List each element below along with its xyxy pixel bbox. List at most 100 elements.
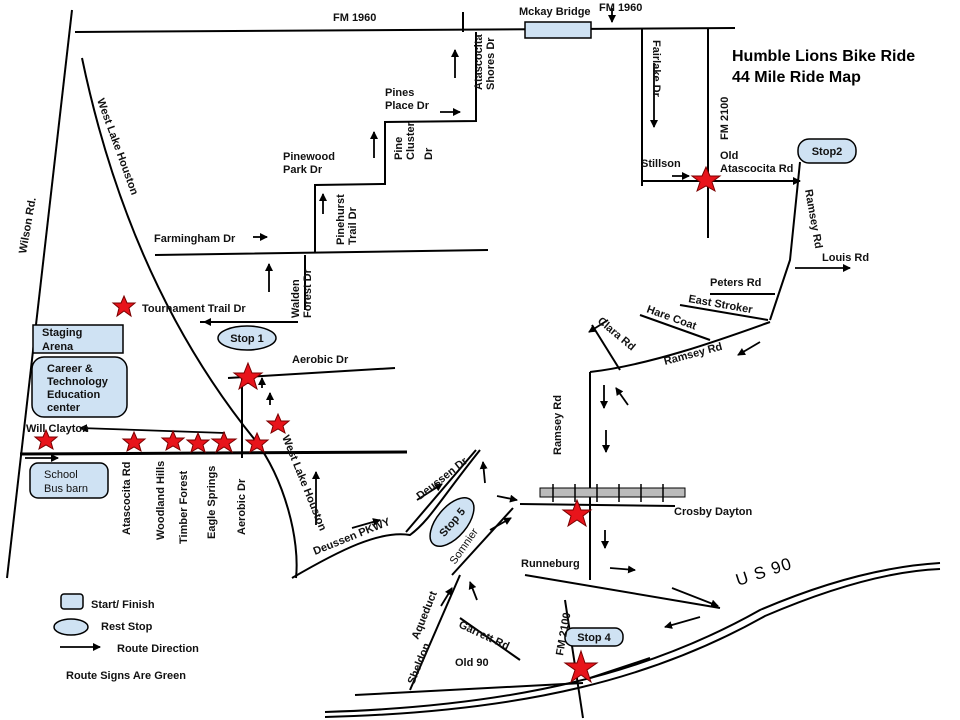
label-fm1960-left: FM 1960: [333, 12, 376, 24]
label-ramsey-top: Ramsey Rd: [802, 188, 824, 249]
label-timber-forest: Timber Forest: [178, 471, 190, 544]
label-ramsey-mid: Ramsey Rd: [663, 341, 724, 368]
route-arrow: [489, 517, 512, 531]
bus-label-1: School: [44, 469, 78, 481]
railroad-track: [539, 484, 686, 502]
route-arrow: [615, 387, 629, 406]
label-hare-coat: Hare Coat: [645, 304, 698, 333]
label-atascocita-shores-2: Shores Dr: [485, 37, 497, 90]
road-somnier: [451, 507, 514, 576]
route-sign-star: [232, 361, 264, 391]
route-arrow: [609, 565, 636, 574]
road-ramsey-curve: [589, 321, 771, 373]
staging-label-2: Arena: [42, 341, 74, 353]
label-pines-place-1: Pines: [385, 87, 414, 99]
label-walden-2: Forest Dr: [302, 268, 314, 318]
route-sign-star: [244, 431, 270, 454]
road-staircase: [154, 32, 489, 256]
road-crosby-dayton: [519, 503, 676, 507]
road-runneburg: [524, 574, 721, 609]
road-deussen-pkwy: [291, 449, 481, 579]
road-stop4-link: [589, 657, 651, 679]
label-west-lake-houston-bottom: West Lake Houston: [279, 434, 328, 533]
bus-label-2: Bus barn: [44, 483, 88, 495]
label-pine-cluster-1: Pine: [393, 137, 405, 160]
road-fm2100-bottom: [564, 599, 584, 719]
road-garrett: [459, 617, 521, 661]
road-east-stroker: [679, 304, 769, 321]
legend-start-label: Start/ Finish: [91, 599, 155, 611]
label-atascocita-rd: Atascocita Rd: [121, 462, 133, 535]
route-sign-star: [690, 165, 722, 193]
stop4-box: Stop 4: [564, 627, 624, 647]
career-center-box: Career & Technology Education center: [31, 356, 128, 418]
label-atascocita-shores-1: Atascocita: [473, 33, 485, 90]
label-wilson-rd: Wilson Rd.: [17, 197, 39, 255]
legend-start-swatch: [60, 593, 84, 610]
label-sheldon: Sheldon: [406, 641, 433, 686]
stop1-label: Stop 1: [230, 333, 264, 345]
label-tournament-trail: Tournament Trail Dr: [142, 303, 246, 315]
road-wilson: [6, 9, 73, 579]
road-us90-a: [324, 562, 941, 713]
label-aerobic-bottom: Aerobic Dr: [236, 478, 248, 535]
label-eagle-springs: Eagle Springs: [206, 466, 218, 539]
route-arrow: [479, 461, 488, 484]
label-crosby-dayton: Crosby Dayton: [674, 506, 753, 518]
label-pine-cluster-2: Cluster: [405, 121, 417, 160]
route-arrow: [737, 341, 761, 356]
map-title-line2: 44 Mile Ride Map: [732, 69, 861, 86]
route-arrow: [496, 494, 518, 503]
label-aerobic-top: Aerobic Dr: [292, 354, 349, 366]
label-west-lake-houston-top: West Lake Houston: [94, 97, 140, 197]
route-sign-star: [111, 294, 137, 318]
label-old90: Old 90: [455, 657, 489, 669]
railroad-rail: [539, 487, 686, 498]
label-pine-cluster-3: Dr: [423, 147, 435, 160]
route-sign-star: [265, 412, 291, 435]
route-sign-star: [563, 649, 599, 684]
label-fm1960-right: FM 1960: [599, 2, 642, 14]
route-sign-star: [33, 428, 59, 451]
career-label-2: Technology: [47, 376, 109, 388]
route-arrow: [664, 616, 701, 629]
career-label-1: Career &: [47, 363, 93, 375]
label-pinehurst-1: Pinehurst: [335, 194, 347, 245]
bus-barn-box: School Bus barn: [29, 462, 109, 499]
route-sign-star: [210, 430, 238, 454]
legend-rest-swatch: [53, 618, 89, 636]
label-louis: Louis Rd: [822, 252, 869, 264]
label-us90: U S 90: [733, 554, 794, 590]
label-clara: Clara Rd: [595, 315, 637, 353]
road-will-clayton: [19, 450, 408, 456]
stop1-box: Stop 1: [217, 325, 277, 351]
route-sign-star: [185, 431, 211, 454]
career-label-3: Education: [47, 389, 100, 401]
label-fm2100-top: FM 2100: [719, 97, 731, 140]
road-us90-b: [324, 568, 941, 718]
staging-label-1: Staging: [42, 327, 82, 339]
label-pinehurst-2: Trail Dr: [347, 206, 359, 245]
label-stillson: Stillson: [641, 158, 681, 170]
label-walden-1: Walden: [290, 279, 302, 318]
route-arrow: [416, 483, 443, 501]
legend-direction-label: Route Direction: [117, 643, 199, 655]
stop2-box: Stop2: [797, 138, 857, 164]
road-west-lake-houston: [81, 57, 298, 579]
route-sign-star: [160, 429, 186, 452]
legend-signs-label: Route Signs Are Green: [66, 670, 186, 682]
label-peters: Peters Rd: [710, 277, 761, 289]
career-label-4: center: [47, 402, 81, 414]
route-sign-star: [121, 430, 147, 453]
label-will-clayton: Will Clayton: [26, 423, 89, 435]
route-arrow: [440, 587, 453, 607]
legend-rest-label: Rest Stop: [101, 621, 153, 633]
route-signs: [33, 165, 722, 684]
map-title-line1: Humble Lions Bike Ride: [732, 48, 915, 65]
road-hare-coat: [639, 314, 711, 341]
route-arrow: [671, 587, 719, 608]
label-fairlake: Fairlake Dr: [650, 40, 662, 98]
label-garrett: Garrett Rd: [457, 619, 511, 653]
route-sign-star: [561, 498, 593, 528]
